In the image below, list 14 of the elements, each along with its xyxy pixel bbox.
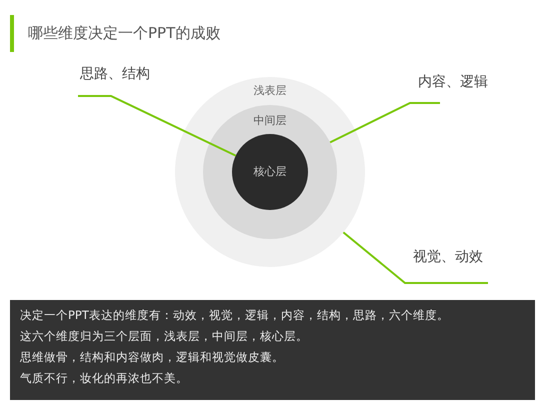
leader-line xyxy=(330,102,440,144)
layer-label: 浅表层 xyxy=(252,83,288,98)
callout-label: 视觉、动效 xyxy=(413,248,483,266)
note-text: 这六个维度归为三个层面，浅表层，中间层，核心层。 xyxy=(20,329,308,344)
leader-line xyxy=(78,95,236,157)
note-text: 气质不行，妆化的再浓也不美。 xyxy=(20,371,188,386)
title-heading: 哪些维度决定一个PPT的成败 xyxy=(28,24,220,43)
layer-label: 中间层 xyxy=(252,113,288,128)
note-text: 思维做骨，结构和内容做肉，逻辑和视觉做皮囊。 xyxy=(20,350,284,365)
layer-label: 核心层 xyxy=(252,164,288,179)
leader-line xyxy=(342,232,488,284)
callout-label: 内容、逻辑 xyxy=(418,73,488,91)
note-text: 决定一个PPT表达的维度有：动效，视觉，逻辑，内容，结构，思路，六个维度。 xyxy=(20,308,449,323)
callout-label: 思路、结构 xyxy=(80,65,150,83)
